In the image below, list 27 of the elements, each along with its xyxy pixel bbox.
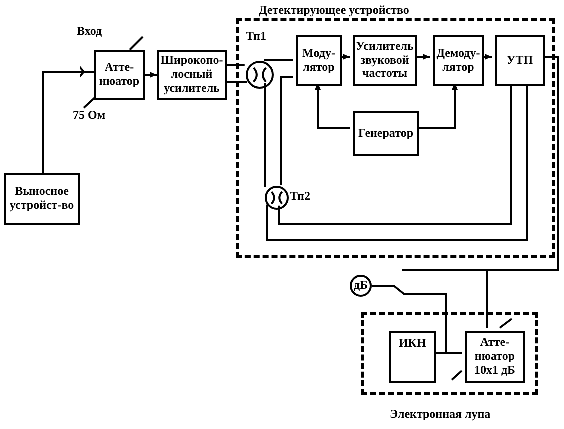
- block-box: УТП: [495, 35, 545, 86]
- coupler-circle: [265, 186, 289, 210]
- connector-line: [42, 64, 95, 173]
- block-box: ИКН: [389, 331, 436, 383]
- group-title: Детектирующее устройство: [259, 2, 410, 19]
- block-box: Выносное устройст-во: [4, 173, 80, 225]
- port-label: Вход: [77, 23, 102, 40]
- connector-line: [264, 59, 293, 61]
- coupler-label: Тп2: [290, 188, 310, 205]
- port-label: 75 Ом: [73, 107, 106, 124]
- connector-line: [227, 64, 245, 66]
- connector-line: [280, 76, 293, 186]
- block-box: Генератор: [353, 111, 419, 156]
- connector-line: [227, 81, 248, 83]
- connector-line: [264, 84, 266, 188]
- connector-line: [486, 56, 559, 328]
- connector-line: [145, 72, 157, 78]
- connector-line: [433, 352, 462, 354]
- coupler-circle: [246, 61, 274, 89]
- block-box: Усилитель звуковой частоты: [353, 35, 417, 86]
- block-box: Широкопо-лосный усилитель: [157, 50, 227, 100]
- block-box: Атте-нюатор 10х1 дБ: [465, 331, 525, 383]
- block-box: Моду-лятор: [296, 35, 342, 86]
- coupler-label: Тп1: [246, 28, 266, 45]
- group-title: Электронная лупа: [390, 406, 491, 423]
- block-box: Демоду-лятор: [433, 35, 484, 86]
- block-box: Атте-нюатор: [94, 50, 145, 100]
